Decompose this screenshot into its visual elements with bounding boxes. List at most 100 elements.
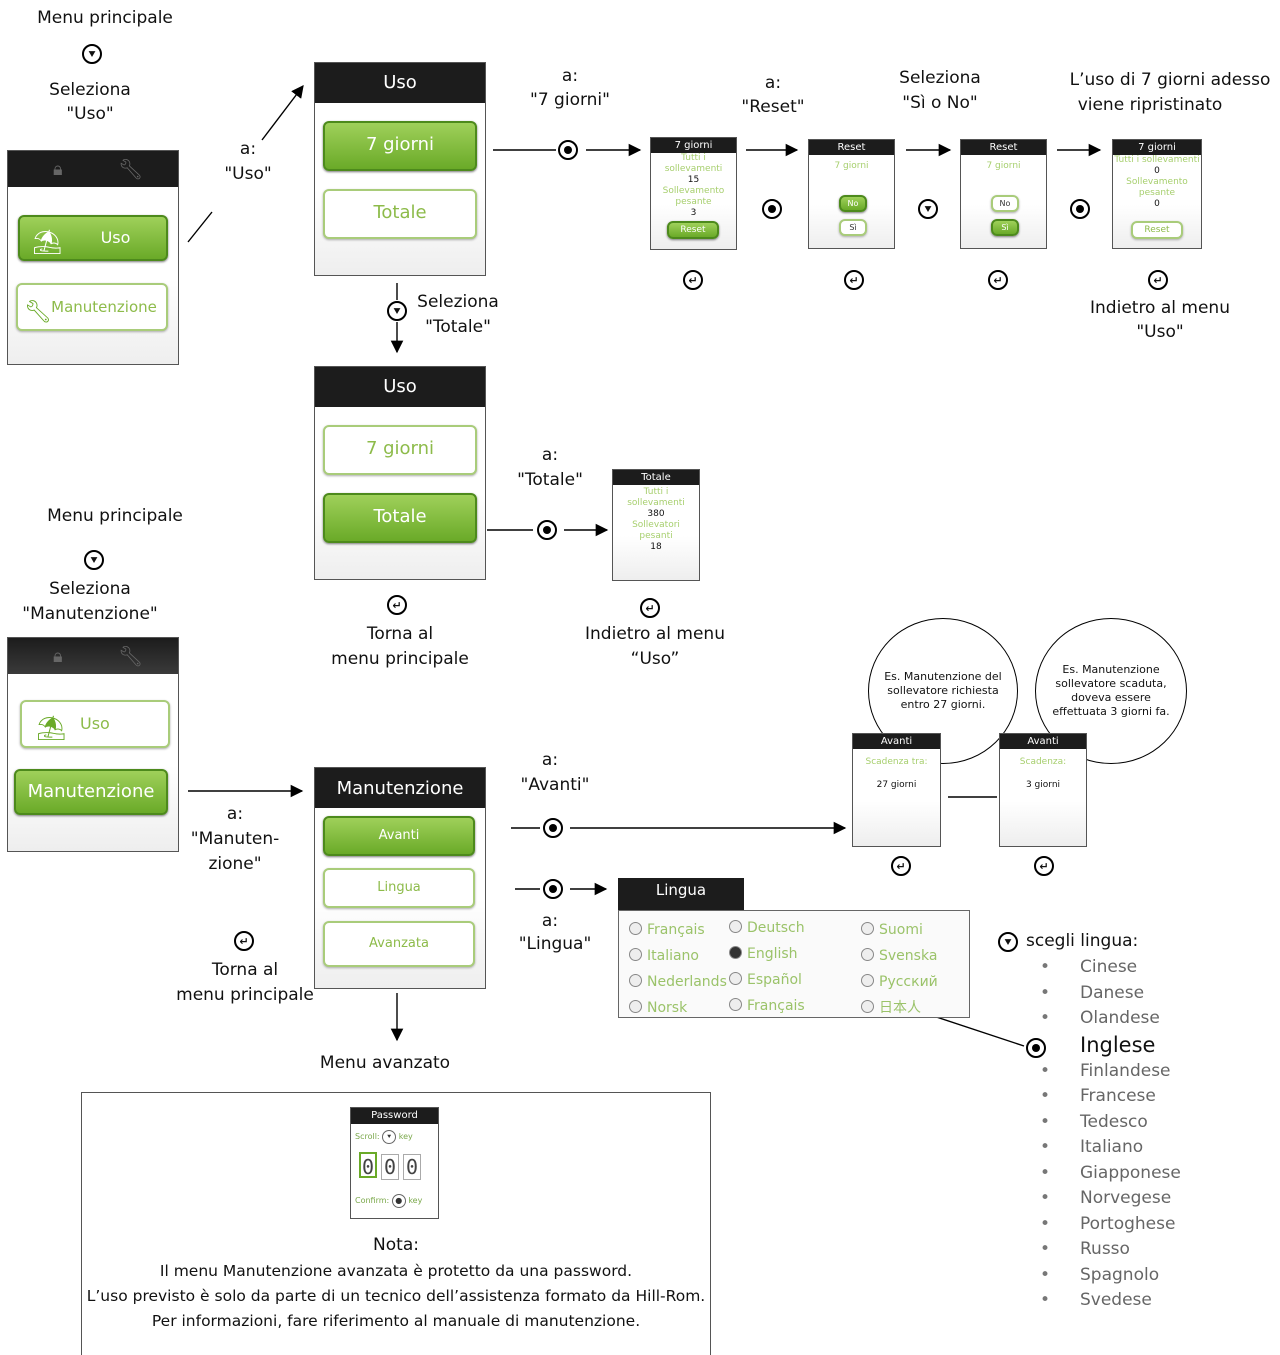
lang-option[interactable]: Italiano [629,943,729,969]
back-icon: ↵ [1034,856,1054,876]
heavy-lift-value: 0 [1154,199,1160,209]
scroll-down-icon: ⯆ [387,301,407,321]
btn-7giorni[interactable]: 7 giorni [323,121,477,171]
uso-screen-header: Uso [315,63,485,103]
due-label: Scadenza: [1019,757,1067,767]
uso-screen-2: Uso 7 giorni Totale [314,366,486,580]
label-back-main-1: Torna al [366,624,434,644]
language-item: Giapponese [1040,1161,1181,1187]
due-in-label: Scadenza tra: [865,757,928,767]
language-item: Italiano [1040,1135,1181,1161]
uso-button-label: Uso [80,714,110,733]
label-main-menu-top: Menu principale [37,8,173,28]
password-digit[interactable]: 0 [359,1152,377,1179]
back-icon: ↵ [640,598,660,618]
language-item: Francese [1040,1084,1181,1110]
scroll-down-icon: ⯆ [84,550,104,570]
note-title: Nota: [373,1235,419,1255]
main-menu-screen-1: 🔒︎ 🔧︎ ⛱ Uso 🔧︎ Manutenzione [7,150,179,365]
lang-option[interactable]: Nederlands [629,969,729,995]
password-digit[interactable]: 0 [381,1154,399,1180]
lingua-screen: Lingua Français Italiano Nederlands Nors… [618,878,970,1018]
label-to-reset-a: a: [764,73,782,93]
confirm-key-icon: ● [391,1194,406,1208]
label-select-man-1: Seleziona [49,579,131,599]
lang-option[interactable]: Français [729,993,849,1019]
label-advanced-menu: Menu avanzato [319,1053,451,1073]
note-line-2: L’uso previsto è solo da parte di un tec… [86,1287,706,1305]
uso-button[interactable]: ⛱ Uso [20,700,170,748]
manutenzione-button[interactable]: Manutenzione [14,769,168,815]
screen-7giorni: 7 giorni Tutti i sollevamenti 15 Solleva… [650,137,737,250]
label-select-sino-2: "Sì o No" [902,93,978,113]
btn-totale[interactable]: Totale [323,493,477,543]
btn-7giorni[interactable]: 7 giorni [323,425,477,475]
lingua-options-panel: Français Italiano Nederlands Norsk Deuts… [618,910,970,1018]
si-button[interactable]: Sì [991,219,1019,236]
heavy-lifts-value: 18 [650,542,662,552]
reset-button[interactable]: Reset [667,221,719,239]
language-item: Russo [1040,1237,1181,1263]
language-list: Cinese Danese Olandese Inglese Finlandes… [1040,955,1181,1314]
label-restored-1: L’uso di 7 giorni adesso [1069,70,1271,90]
lang-option[interactable]: Español [729,967,849,993]
lang-option[interactable]: Norsk [629,995,729,1021]
label-select-totale-1: Seleziona [417,292,499,312]
lang-option[interactable]: 日本人 [861,995,966,1021]
language-item: Olandese [1040,1006,1181,1032]
example-bubble-2: Es. Manutenzione sollevatore scaduta, do… [1035,618,1187,764]
lang-option[interactable]: Suomi [861,917,966,943]
uso-button[interactable]: ⛱ Uso [18,215,168,261]
scroll-down-icon: ⯆ [918,199,938,219]
heavy-lift-label-a: Sollevamento [1126,177,1188,187]
lang-option[interactable]: Deutsch [729,915,849,941]
label-restored-2: viene ripristinato [1077,95,1223,115]
label-select-uso-2: "Uso" [66,104,114,124]
language-item: Cinese [1040,955,1181,981]
due-value: 3 giorni [1025,780,1061,790]
screen-totale-header: Totale [613,470,699,485]
lang-option[interactable]: Français [629,917,729,943]
lang-option[interactable]: Русский [861,969,966,995]
manutenzione-screen-header: Manutenzione [315,768,485,808]
lingua-button[interactable]: Lingua [323,868,475,908]
reset-button[interactable]: Reset [1131,221,1183,239]
label-to-7giorni-a: a: [561,66,579,86]
heavy-lifts-label-a: Sollevatori [632,520,680,530]
screen-reset-2-header: Reset [961,140,1046,155]
manutenzione-button[interactable]: 🔧︎ Manutenzione [16,283,168,331]
avanti-button[interactable]: Avanti [323,816,475,856]
label-back-main-mid-2: menu principale [176,985,314,1005]
select-icon [537,520,557,540]
no-button[interactable]: No [991,195,1019,212]
no-button[interactable]: No [839,195,867,212]
scroll-key-row: Scroll: ⯆ key [355,1130,413,1144]
lang-option-english[interactable]: English [729,941,849,967]
label-to-7giorni-b: "7 giorni" [530,90,610,110]
arrow-to-uso-b [261,84,304,141]
uso-screen: Uso 7 giorni Totale [314,62,486,276]
password-digit[interactable]: 0 [403,1154,421,1180]
label-to-uso-a: a: [239,139,257,159]
language-item: Spagnolo [1040,1263,1181,1289]
all-lifts-label-a: Tutti i [643,487,669,497]
all-lifts-label: Tutti i sollevamenti [664,153,723,174]
screen-reset-2: Reset 7 giorni No Sì [960,139,1047,249]
lang-option[interactable]: Svenska [861,943,966,969]
screen-7giorni-reset-header: 7 giorni [1113,140,1201,155]
language-item: Finlandese [1040,1059,1181,1085]
si-button[interactable]: Sì [839,219,867,236]
btn-totale[interactable]: Totale [323,189,477,239]
avanti-screen-2-header: Avanti [1000,734,1086,749]
label-to-avanti-a: a: [541,750,559,770]
back-icon: ↵ [988,270,1008,290]
heavy-lift-label-b: pesante [675,197,712,207]
back-icon: ↵ [387,595,407,615]
scroll-key-icon: ⯆ [382,1130,397,1144]
manutenzione-screen: Manutenzione Avanti Lingua Avanzata [314,767,486,989]
all-lifts-value: 15 [687,175,700,185]
label-back-main-mid-1: Torna al [211,960,279,980]
avanti-screen-1: Avanti Scadenza tra: 27 giorni [852,733,941,847]
avanzata-button[interactable]: Avanzata [323,921,475,967]
